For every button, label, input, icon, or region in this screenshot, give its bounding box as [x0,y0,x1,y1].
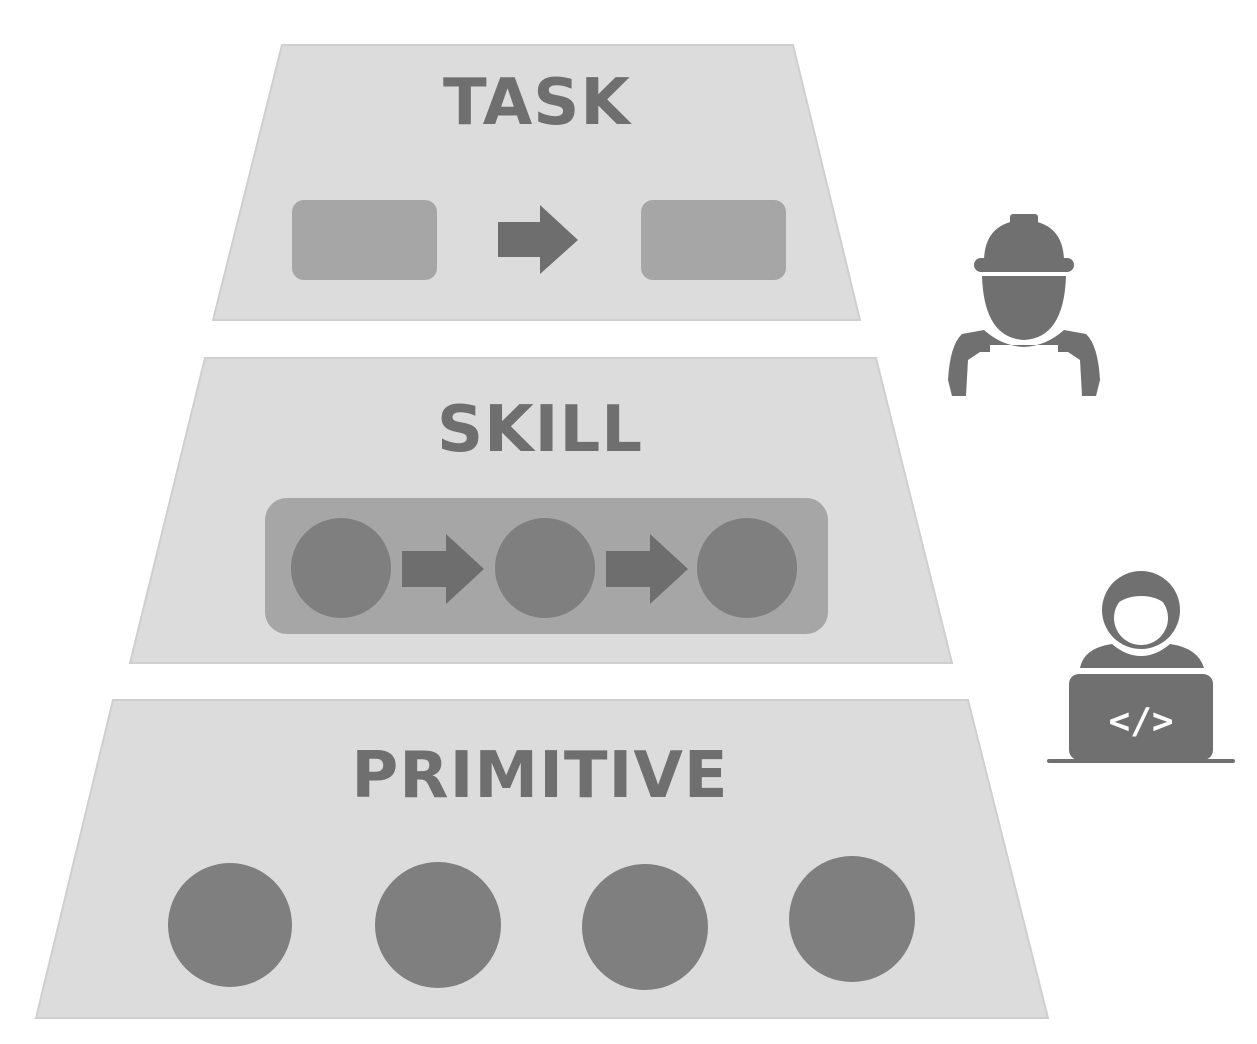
skill-node-3 [697,518,797,618]
task-arrow [498,205,578,274]
task-box-right [641,200,786,280]
skill-tier: SKILL [128,357,954,664]
primitive-tier: PRIMITIVE [34,699,1050,1019]
primitive-node-2 [375,862,501,988]
primitive-node-1 [168,863,292,987]
skill-node-1 [291,518,391,618]
task-label: TASK [443,66,632,140]
laptop-code-glyph: </> [1108,701,1173,742]
skill-arrow-1 [402,534,484,604]
primitive-label: PRIMITIVE [351,739,728,813]
skill-node-2 [495,518,595,618]
skill-label: SKILL [437,393,643,467]
primitive-node-4 [789,856,915,982]
construction-worker-icon [948,214,1100,396]
task-tier: TASK [211,44,862,321]
task-box-left [292,200,437,280]
primitive-node-3 [582,864,708,990]
skill-arrow-2 [606,534,688,604]
developer-laptop-icon: </> [1047,571,1235,763]
